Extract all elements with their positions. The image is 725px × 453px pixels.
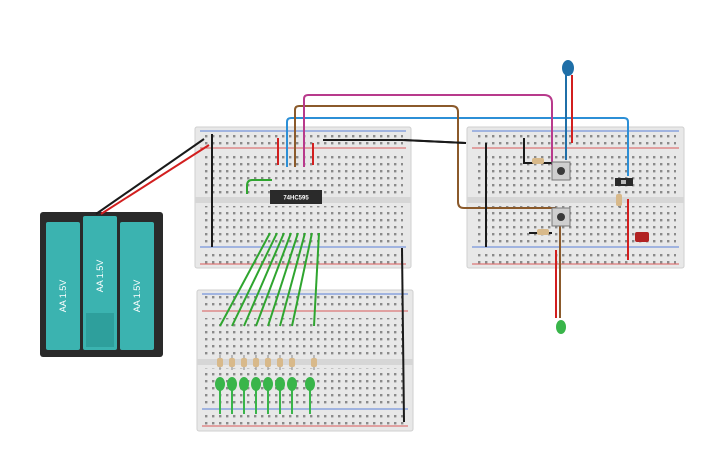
- resistor-row: [217, 355, 317, 370]
- ic-chip-icon: 74HC595: [270, 190, 322, 204]
- battery-pack-icon: AA 1.5V AA 1.5V AA 1.5V: [40, 212, 163, 357]
- resistor-icon: [311, 355, 317, 370]
- led-icon: [556, 320, 566, 334]
- led-icon: [227, 377, 237, 414]
- resistor-icon: [532, 158, 544, 164]
- led-icon: [562, 60, 574, 76]
- led-icon: [215, 377, 225, 414]
- led-icon: [263, 377, 273, 414]
- resistor-icon: [537, 229, 549, 235]
- led-icon: [251, 377, 261, 414]
- battery-cell-2-label: AA 1.5V: [95, 260, 105, 293]
- battery-cell-3-label: AA 1.5V: [132, 280, 142, 313]
- resistor-icon: [253, 355, 259, 370]
- right-board-wires: [485, 75, 629, 318]
- battery-leads: [95, 138, 210, 215]
- breadboard-bottom-left: [196, 289, 414, 432]
- pushbutton-icon[interactable]: [551, 161, 571, 181]
- led-icon: [287, 377, 297, 414]
- resistor-icon: [229, 355, 235, 370]
- battery-cell-1-label: AA 1.5V: [58, 280, 68, 313]
- green-wires: [219, 232, 320, 327]
- ic-chip-label: 74HC595: [283, 196, 309, 202]
- led-row: [215, 377, 315, 414]
- resistor-icon: [241, 355, 247, 370]
- led-icon: [635, 232, 649, 242]
- resistor-icon: [265, 355, 271, 370]
- led-icon: [239, 377, 249, 414]
- led-icon: [275, 377, 285, 414]
- breadboard-right: [466, 126, 685, 269]
- wire-bundle-top: [211, 94, 629, 423]
- slide-switch-icon[interactable]: [615, 178, 633, 186]
- led-icon: [305, 377, 315, 414]
- resistor-icon: [616, 194, 622, 206]
- resistor-icon: [217, 355, 223, 370]
- pushbutton-icon[interactable]: [551, 207, 571, 227]
- resistor-icon: [277, 355, 283, 370]
- resistor-icon: [289, 355, 295, 370]
